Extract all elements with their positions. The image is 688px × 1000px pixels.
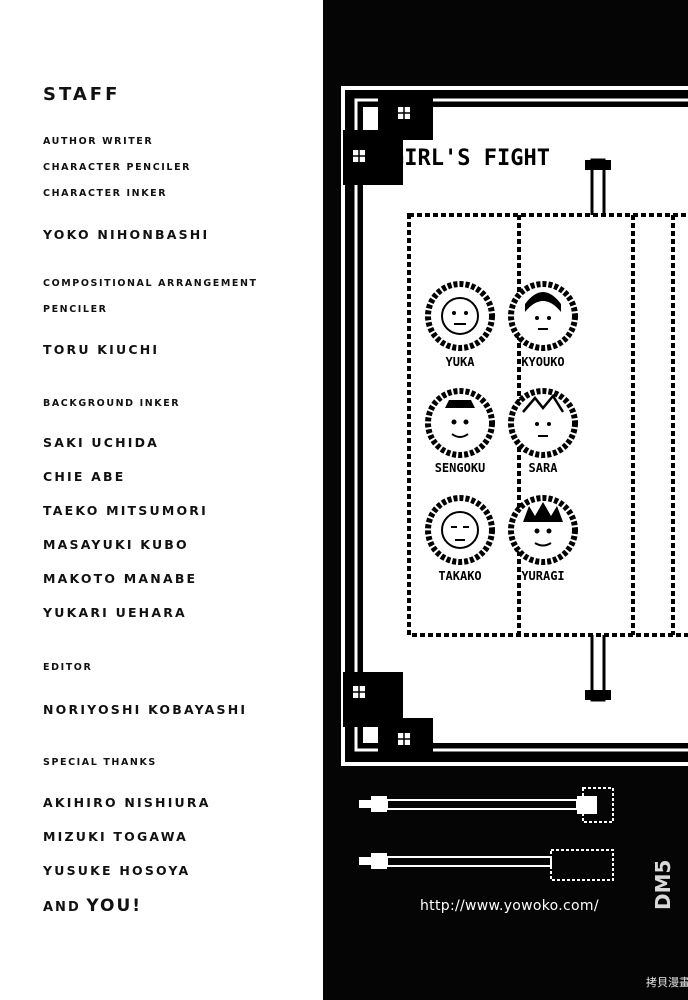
character-portrait: YUKA bbox=[425, 281, 495, 369]
watermark-brand: DM5 bbox=[651, 859, 675, 910]
thanks-you-line: AND YOU! bbox=[43, 896, 142, 916]
character-name: YUKA bbox=[446, 355, 476, 369]
staff-name: MIZUKI TOGAWA bbox=[43, 829, 189, 844]
scroll-post-cap bbox=[585, 160, 611, 170]
you-word: YOU! bbox=[86, 896, 143, 916]
character-name: KYOUKO bbox=[521, 355, 564, 369]
staff-credits-panel: STAFF AUTHOR WRITER CHARACTER PENCILER C… bbox=[0, 0, 323, 1000]
role-label: AUTHOR WRITER bbox=[43, 136, 154, 147]
role-label: BACKGROUND INKER bbox=[43, 398, 181, 409]
pixel-game-screen-illustration: GIRL'S FIGHT YUKA KYOUKO bbox=[341, 86, 688, 881]
role-label: EDITOR bbox=[43, 662, 93, 673]
character-portrait: SENGOKU bbox=[425, 388, 495, 475]
role-label: PENCILER bbox=[43, 304, 108, 315]
character-name: SENGOKU bbox=[435, 461, 486, 475]
character-portrait: TAKAKO bbox=[425, 495, 495, 583]
staff-name: YUSUKE HOSOYA bbox=[43, 863, 191, 878]
staff-name: YOKO NIHONBASHI bbox=[43, 227, 210, 242]
staff-name: MAKOTO MANABE bbox=[43, 571, 198, 586]
role-label: CHARACTER INKER bbox=[43, 188, 168, 199]
character-portrait: KYOUKO bbox=[508, 281, 578, 369]
website-url: http://www.yowoko.com/ bbox=[420, 898, 599, 914]
character-portrait: SARA bbox=[508, 388, 578, 475]
staff-name: MASAYUKI KUBO bbox=[43, 537, 189, 552]
staff-name: YUKARI UEHARA bbox=[43, 605, 187, 620]
character-name: SARA bbox=[529, 461, 559, 475]
corner-block bbox=[343, 672, 403, 727]
scroll-post-cap bbox=[585, 690, 611, 700]
staff-name: TORU KIUCHI bbox=[43, 342, 160, 357]
character-name: YURAGI bbox=[521, 569, 564, 583]
staff-name: TAEKO MITSUMORI bbox=[43, 503, 208, 518]
staff-name: SAKI UCHIDA bbox=[43, 435, 160, 450]
role-label: CHARACTER PENCILER bbox=[43, 162, 192, 173]
pen-icon bbox=[359, 787, 614, 823]
role-label: SPECIAL THANKS bbox=[43, 757, 157, 768]
pen-icon bbox=[359, 849, 614, 881]
staff-name: CHIE ABE bbox=[43, 469, 126, 484]
game-artwork-panel: GIRL'S FIGHT YUKA KYOUKO bbox=[323, 0, 688, 1000]
watermark-site: 拷貝漫畫 bbox=[646, 976, 688, 989]
game-title: GIRL'S FIGHT bbox=[391, 146, 550, 171]
role-label: COMPOSITIONAL ARRANGEMENT bbox=[43, 278, 258, 289]
staff-name: AKIHIRO NISHIURA bbox=[43, 795, 211, 810]
staff-name: NORIYOSHI KOBAYASHI bbox=[43, 702, 248, 717]
character-portrait: YURAGI bbox=[508, 495, 578, 583]
staff-heading: STAFF bbox=[43, 84, 121, 105]
character-name: TAKAKO bbox=[438, 569, 481, 583]
and-word: AND bbox=[43, 900, 81, 915]
